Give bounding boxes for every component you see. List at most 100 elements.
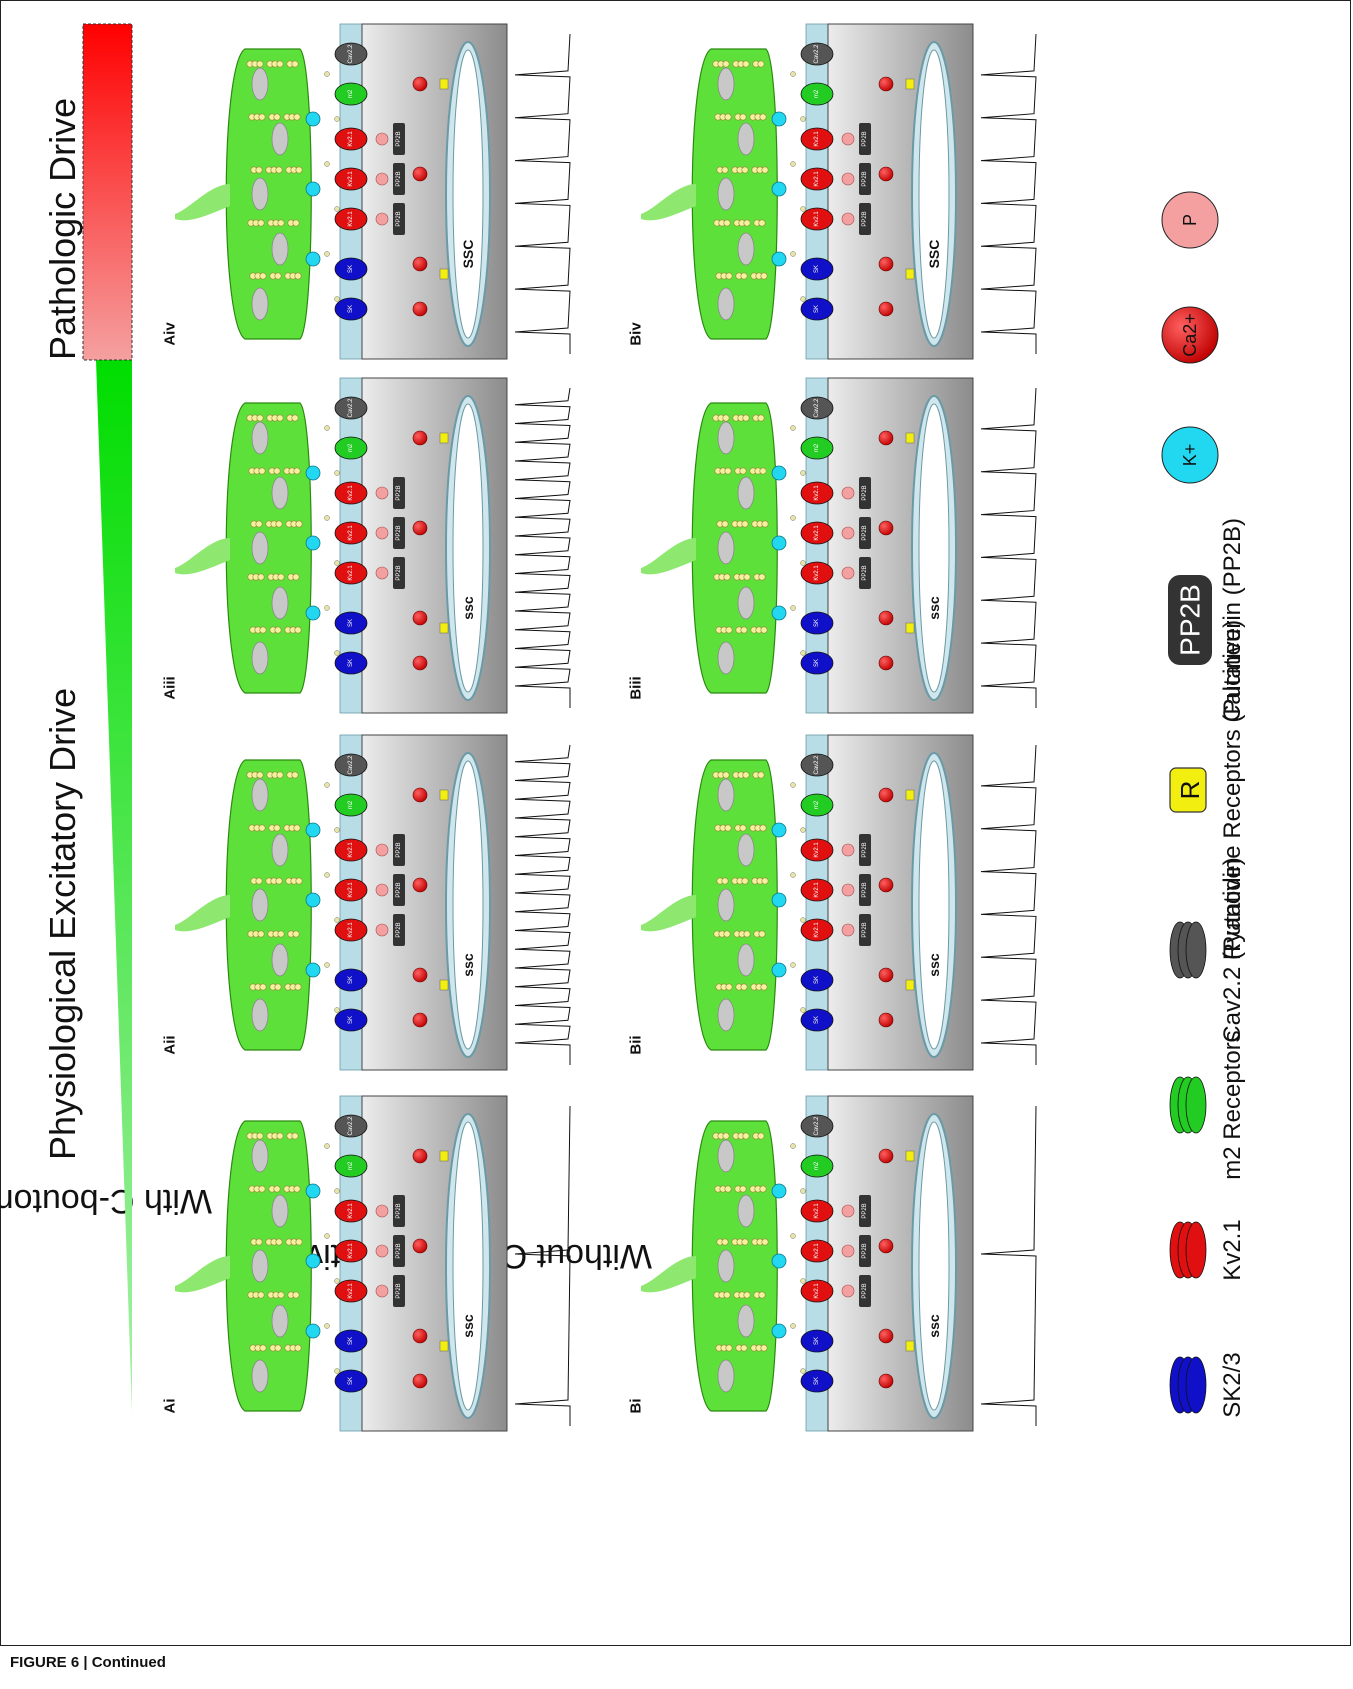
acetylcholine xyxy=(800,1368,806,1374)
axon-stalk xyxy=(175,184,230,221)
mitochondrion xyxy=(271,1194,289,1228)
kv-channel: Kv2.1 xyxy=(334,878,368,902)
calcineurin xyxy=(859,517,871,549)
kv-channel: Kv2.1 xyxy=(800,918,834,942)
synaptic-vesicle xyxy=(723,1291,731,1299)
c-bouton xyxy=(225,48,312,340)
voltage-trace xyxy=(514,33,571,354)
calcium-ion xyxy=(878,430,894,446)
potassium-ion xyxy=(771,1183,787,1199)
synaptic-vesicle xyxy=(758,573,766,581)
subsurface-cistern-lumen xyxy=(918,403,950,693)
voltage-trace xyxy=(980,744,1037,1065)
ssc-label: ssc xyxy=(460,596,476,620)
acetylcholine xyxy=(790,71,796,77)
panel-aiii: AiiiCav2.2m2Kv2.1Kv2.1Kv2.1SKSKPP2BPP2BP… xyxy=(162,377,571,714)
kv-channel: Kv2.1 xyxy=(800,167,834,191)
kv-channel: Kv2.1 xyxy=(334,207,368,231)
kv-channel-label: Kv2.1 xyxy=(348,171,354,187)
calcium-ion xyxy=(412,301,428,317)
legend-symbol: PP2B xyxy=(1175,584,1206,656)
voltage-trace xyxy=(514,1105,571,1426)
ryanodine-receptor xyxy=(439,979,449,991)
calcium-ion xyxy=(412,520,428,536)
phosphate xyxy=(375,526,389,540)
synaptic-vesicle xyxy=(740,626,748,634)
c-bouton xyxy=(225,402,312,694)
calcium-ion xyxy=(412,967,428,983)
mitochondrion xyxy=(251,67,269,101)
synaptic-vesicle xyxy=(721,166,729,174)
acetylcholine xyxy=(790,161,796,167)
ryanodine-receptor xyxy=(905,622,915,634)
panel-biii: BiiiCav2.2m2Kv2.1Kv2.1Kv2.1SKSKPP2BPP2BP… xyxy=(628,377,1037,714)
calcineurin-label: PP2B xyxy=(396,131,402,146)
sk-channel-label: SK xyxy=(348,659,354,667)
acetylcholine xyxy=(334,1188,340,1194)
calcineurin xyxy=(393,557,405,589)
sk-channel-label: SK xyxy=(814,1016,820,1024)
m2-channel-label: m2 xyxy=(814,89,820,98)
synaptic-vesicle xyxy=(759,1185,767,1193)
synaptic-vesicle xyxy=(722,414,730,422)
sk-channel-label: SK xyxy=(348,1016,354,1024)
synaptic-vesicle xyxy=(255,877,263,885)
acetylcholine xyxy=(790,605,796,611)
kv-channel: Kv2.1 xyxy=(334,1199,368,1223)
synaptic-vesicle xyxy=(292,573,300,581)
legend-symbol: P xyxy=(1180,214,1200,226)
phosphate xyxy=(841,132,855,146)
synaptic-vesicle xyxy=(760,272,768,280)
kv-channel-label: Kv2.1 xyxy=(348,1243,354,1259)
phosphate xyxy=(375,843,389,857)
synaptic-vesicle xyxy=(276,1132,284,1140)
acetylcholine xyxy=(800,1278,806,1284)
synaptic-vesicle xyxy=(256,1132,264,1140)
synaptic-vesicle xyxy=(291,60,299,68)
ryanodine-receptor xyxy=(439,268,449,280)
synaptic-vesicle xyxy=(761,166,769,174)
kv-channel-label: Kv2.1 xyxy=(814,1203,820,1219)
voltage-trace xyxy=(980,1105,1037,1426)
synaptic-vesicle xyxy=(739,467,747,475)
legend-symbol: Ca2+ xyxy=(1180,313,1200,357)
synaptic-vesicle xyxy=(760,626,768,634)
sk-channel-label: SK xyxy=(814,1337,820,1345)
calcineurin-label: PP2B xyxy=(862,1203,868,1218)
acetylcholine xyxy=(324,71,330,77)
kv-channel-label: Kv2.1 xyxy=(814,565,820,581)
kv-channel: Kv2.1 xyxy=(334,1239,368,1263)
potassium-ion xyxy=(305,822,321,838)
phosphate xyxy=(841,486,855,500)
calcineurin xyxy=(393,914,405,946)
calcium-ion xyxy=(878,967,894,983)
synaptic-vesicle xyxy=(757,60,765,68)
synaptic-vesicle xyxy=(725,626,733,634)
kv-channel: Kv2.1 xyxy=(800,1239,834,1263)
phosphate xyxy=(375,1244,389,1258)
physiological-drive-wedge xyxy=(96,360,132,1412)
calcium-ion xyxy=(878,1012,894,1028)
acetylcholine xyxy=(790,515,796,521)
sk-channel: SK xyxy=(334,1369,368,1393)
ryanodine-receptor xyxy=(439,78,449,90)
potassium-ion xyxy=(771,822,787,838)
calcineurin-label: PP2B xyxy=(396,565,402,580)
synaptic-vesicle xyxy=(273,824,281,832)
m2-channel-label: m2 xyxy=(348,89,354,98)
acetylcholine xyxy=(800,560,806,566)
kv-channel-label: Kv2.1 xyxy=(814,211,820,227)
m2-channel: m2 xyxy=(334,1154,368,1178)
synaptic-vesicle xyxy=(722,60,730,68)
legend-item-kv: Kv2.1 xyxy=(1169,1219,1246,1281)
axon-stalk xyxy=(175,538,230,575)
ryanodine-receptor xyxy=(439,622,449,634)
cav-channel-label: Cav2.2 xyxy=(348,44,354,64)
acetylcholine xyxy=(324,782,330,788)
ryanodine-receptor xyxy=(439,1150,449,1162)
kv-channel: Kv2.1 xyxy=(800,207,834,231)
m2-channel: m2 xyxy=(800,436,834,460)
mitochondrion xyxy=(271,1304,289,1338)
potassium-ion xyxy=(771,892,787,908)
